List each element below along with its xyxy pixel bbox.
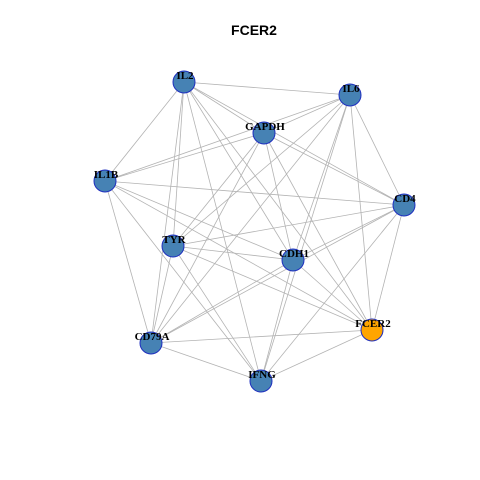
node-label-fcer2: FCER2 bbox=[355, 318, 391, 330]
node-circle-gapdh[interactable] bbox=[252, 121, 276, 145]
node-circle-cdh1[interactable] bbox=[281, 248, 305, 272]
edge-il2-cdh1 bbox=[183, 81, 294, 261]
edge-il2-gapdh bbox=[183, 81, 265, 134]
edge-il2-cd4 bbox=[183, 81, 405, 206]
edge-cdh1-ifng bbox=[260, 259, 294, 382]
edge-cd4-ifng bbox=[260, 204, 405, 382]
edge-tyr-cdh1 bbox=[172, 245, 294, 261]
edge-fcer2-ifng bbox=[260, 329, 373, 382]
node-il6[interactable]: IL6 bbox=[338, 83, 362, 107]
node-label-cdh1: CDH1 bbox=[279, 248, 309, 260]
edge-il2-tyr bbox=[172, 81, 185, 247]
edge-gapdh-cd4 bbox=[263, 132, 405, 206]
edge-cdh1-fcer2 bbox=[292, 259, 373, 331]
edge-cd4-cdh1 bbox=[292, 204, 405, 261]
edge-cdh1-cd79a bbox=[150, 259, 294, 344]
graph-title: FCER2 bbox=[231, 22, 277, 38]
edge-cd4-tyr bbox=[172, 204, 405, 247]
edge-tyr-cd79a bbox=[150, 245, 174, 344]
node-fcer2[interactable]: FCER2 bbox=[355, 318, 391, 342]
node-circle-il1b[interactable] bbox=[93, 169, 117, 193]
edge-fcer2-cd79a bbox=[150, 329, 373, 344]
node-ifng[interactable]: IFNG bbox=[248, 369, 276, 393]
edge-il6-ifng bbox=[260, 94, 351, 382]
edge-il2-il1b bbox=[104, 81, 185, 182]
edge-il6-il1b bbox=[104, 94, 351, 182]
node-circle-il6[interactable] bbox=[338, 83, 362, 107]
node-label-gapdh: GAPDH bbox=[245, 121, 285, 133]
node-cdh1[interactable]: CDH1 bbox=[279, 248, 309, 272]
edge-gapdh-cdh1 bbox=[263, 132, 294, 261]
edge-layer bbox=[104, 81, 405, 382]
edge-il6-cdh1 bbox=[292, 94, 351, 261]
edge-il2-fcer2 bbox=[183, 81, 373, 331]
edge-il1b-cd79a bbox=[104, 180, 152, 344]
node-label-cd4: CD4 bbox=[394, 193, 416, 205]
node-tyr[interactable]: TYR bbox=[161, 234, 187, 258]
edge-il1b-cd4 bbox=[104, 180, 405, 206]
edge-il1b-cdh1 bbox=[104, 180, 294, 261]
edge-gapdh-fcer2 bbox=[263, 132, 373, 331]
edge-tyr-ifng bbox=[172, 245, 262, 382]
node-circle-fcer2[interactable] bbox=[360, 318, 384, 342]
edge-il6-cd79a bbox=[150, 94, 351, 344]
node-il2[interactable]: IL2 bbox=[172, 70, 196, 94]
edge-il1b-ifng bbox=[104, 180, 262, 382]
node-cd4[interactable]: CD4 bbox=[392, 193, 416, 217]
node-il1b[interactable]: IL1B bbox=[93, 169, 119, 193]
node-circle-cd4[interactable] bbox=[392, 193, 416, 217]
edge-il6-tyr bbox=[172, 94, 351, 247]
node-label-il2: IL2 bbox=[176, 70, 194, 82]
edge-cd79a-ifng bbox=[150, 342, 262, 382]
edge-cd4-fcer2 bbox=[371, 204, 405, 331]
edge-il6-cd4 bbox=[349, 94, 405, 206]
edge-il6-gapdh bbox=[263, 94, 351, 134]
node-circle-ifng[interactable] bbox=[249, 369, 273, 393]
node-label-il6: IL6 bbox=[342, 83, 360, 95]
edge-il1b-fcer2 bbox=[104, 180, 373, 331]
edge-il2-cd79a bbox=[150, 81, 185, 344]
node-label-tyr: TYR bbox=[162, 234, 186, 246]
edge-gapdh-il1b bbox=[104, 132, 265, 182]
node-circle-tyr[interactable] bbox=[161, 234, 185, 258]
node-label-il1b: IL1B bbox=[94, 169, 119, 181]
node-label-ifng: IFNG bbox=[248, 369, 276, 381]
node-circle-il2[interactable] bbox=[172, 70, 196, 94]
node-circle-cd79a[interactable] bbox=[139, 331, 163, 355]
node-gapdh[interactable]: GAPDH bbox=[245, 121, 285, 145]
edge-il2-ifng bbox=[183, 81, 262, 382]
node-label-cd79a: CD79A bbox=[135, 331, 170, 343]
edge-tyr-fcer2 bbox=[172, 245, 373, 331]
node-cd79a[interactable]: CD79A bbox=[135, 331, 170, 355]
edge-il2-il6 bbox=[183, 81, 351, 96]
edge-cd4-cd79a bbox=[150, 204, 405, 344]
